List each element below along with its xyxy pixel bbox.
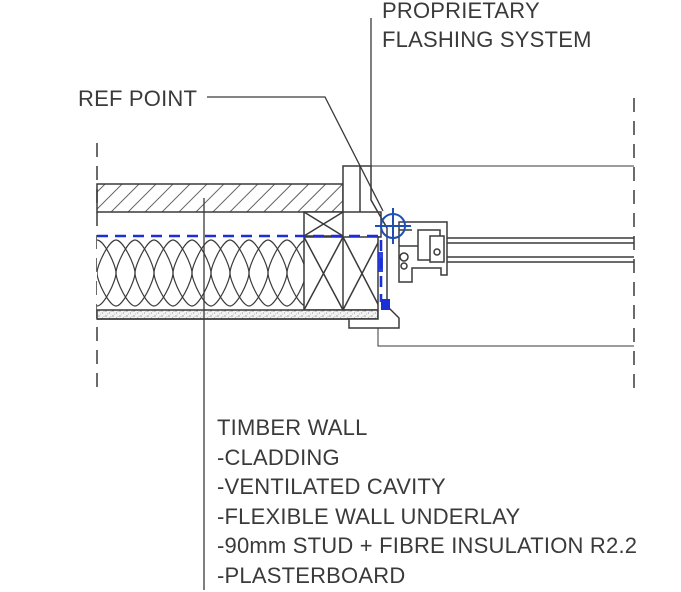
opening-line-bottom — [377, 328, 634, 347]
ref-point-leader — [207, 96, 384, 212]
ref-point-label: REF POINT — [78, 86, 198, 111]
label-line: -FLEXIBLE WALL UNDERLAY — [217, 503, 521, 529]
label-line: PROPRIETARY — [382, 0, 540, 23]
plasterboard — [96, 309, 379, 320]
label-line: -PLASTERBOARD — [217, 562, 406, 588]
label-line: TIMBER WALL — [217, 415, 368, 440]
flashing-profile — [342, 165, 400, 329]
underlay-end-marker — [381, 299, 390, 310]
ref-point-marker — [375, 208, 411, 244]
label-line: FLASHING SYSTEM — [382, 27, 592, 52]
label-line: -CLADDING — [217, 444, 340, 470]
flashing-system-label: PROPRIETARY FLASHING SYSTEM — [382, 0, 592, 54]
label-line: -90mm STUD + FIBRE INSULATION R2.2 — [217, 533, 638, 559]
wall-underlay — [97, 234, 383, 302]
cladding-board — [96, 183, 344, 213]
timber-wall-label: TIMBER WALL -CLADDING -VENTILATED CAVITY… — [217, 413, 637, 591]
label-line: -VENTILATED CAVITY — [217, 474, 446, 500]
